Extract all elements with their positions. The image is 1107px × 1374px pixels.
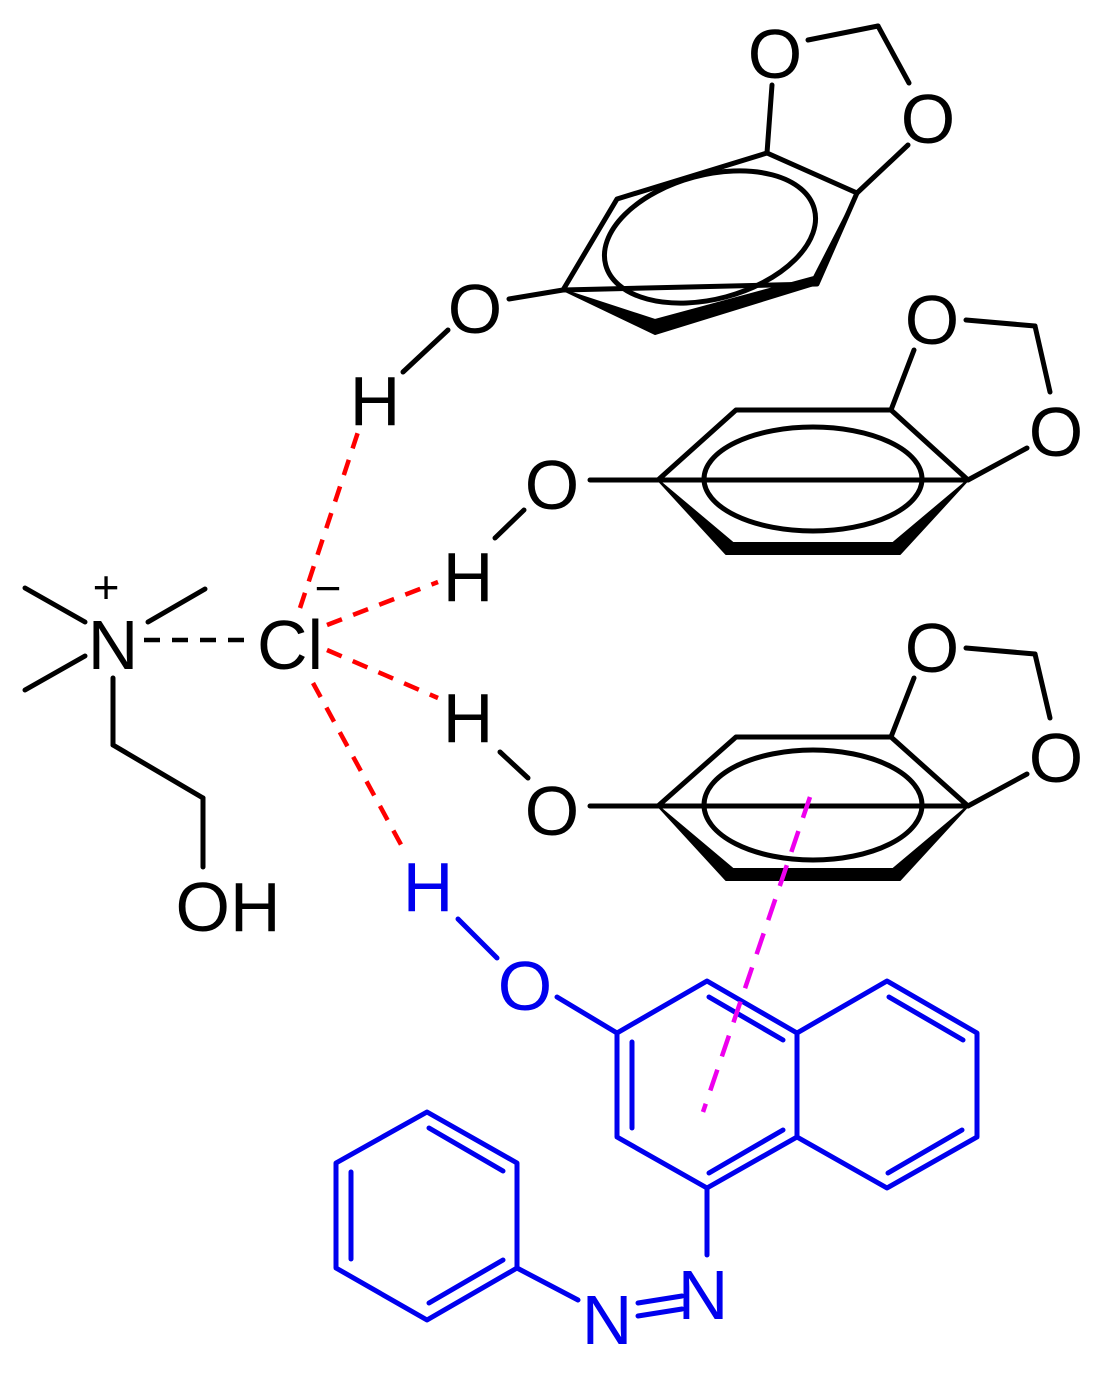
azo-double-bond-upper	[635, 1293, 685, 1306]
phenol-hydrogen-label: H	[350, 362, 401, 440]
azo-double-bond-lower	[635, 1306, 685, 1319]
hydrogen-bond-4	[311, 681, 407, 854]
ammonium-charge-label: +	[93, 561, 120, 613]
naphthalene-double-bond-1	[706, 994, 786, 1043]
chloride-anion: Cl −	[257, 562, 341, 684]
naphthalene-ring-right	[794, 978, 980, 1191]
ring-o-bond-b	[965, 771, 1030, 809]
aromatic-ring-circle	[701, 747, 925, 863]
o-ch2-bond-a	[963, 645, 1038, 657]
hydrogen-bond-1	[297, 431, 361, 609]
o-h-bond	[455, 916, 500, 961]
ammonium-nitrogen-label: N	[88, 606, 139, 684]
n-methyl-bond-upper-left	[22, 585, 88, 625]
phenyl-double-bond-2	[426, 1257, 506, 1306]
phenyl-n-bond	[514, 1265, 581, 1303]
dioxole-oxygen-a-label: O	[748, 15, 802, 93]
azo-nitrogen-1-label: N	[582, 1281, 633, 1359]
dioxole-oxygen-b-label: O	[1029, 719, 1083, 797]
o-ch2-bond-a	[963, 317, 1038, 329]
phenyl-double-bond-1	[426, 1125, 506, 1174]
phenyl-ring	[333, 1109, 520, 1323]
phenol-oxygen-label: O	[448, 270, 502, 348]
hydrogen-bonds	[297, 431, 439, 854]
dioxole-oxygen-b-label: O	[1029, 393, 1083, 471]
ring-o-bond-a	[764, 82, 775, 156]
aromatic-ring-outline	[560, 150, 860, 293]
azo-nitrogen-2-label: N	[678, 1256, 729, 1334]
aromatic-ring-circle	[601, 168, 819, 306]
phenol-hydrogen-label: H	[443, 538, 494, 616]
ch2-ch2-bond	[110, 742, 206, 801]
naphthalene-double-bond-5	[885, 1127, 965, 1176]
n-methyl-bond-lower-left	[22, 653, 88, 693]
naphthalene-double-bond-2	[706, 1127, 786, 1176]
n-methyl-bond-upper-right	[145, 586, 208, 625]
naphthol-o-bond	[554, 994, 620, 1036]
azo-dye-molecule: H O N N	[333, 848, 980, 1359]
o-h-bond	[497, 749, 531, 781]
o-h-bond	[400, 327, 451, 375]
o-h-bond	[492, 507, 527, 541]
o-ch2-bond-a	[805, 23, 881, 43]
phenol-oxygen-label: O	[525, 446, 579, 524]
pi-stacking-line	[700, 796, 813, 1113]
sesamol-molecule-2: O O O H	[443, 281, 1084, 616]
ring-phenol-o-bond	[506, 287, 566, 302]
dioxole-oxygen-a-label: O	[905, 281, 959, 359]
hydrogen-bond-3	[326, 647, 439, 701]
dye-hydrogen-label: H	[403, 848, 454, 926]
choline-hydroxyl-label: OH	[176, 868, 281, 946]
choline-cation: N + OH	[22, 561, 281, 946]
ring-o-bond-b	[965, 445, 1030, 483]
ch2-o-bond-b	[875, 23, 912, 86]
ring-o-bond-b	[854, 142, 911, 196]
ch2-o-bond-b	[1032, 651, 1053, 721]
ch2-o-bond-b	[1032, 323, 1053, 395]
dioxole-oxygen-b-label: O	[901, 80, 955, 158]
chloride-label: Cl	[257, 606, 323, 684]
hydrogen-bond-2	[326, 579, 439, 628]
aromatic-ring-circle	[701, 424, 925, 534]
ring-o-bond-a	[888, 675, 917, 740]
dioxole-oxygen-a-label: O	[905, 609, 959, 687]
sesamol-molecule-1: O O O H	[350, 15, 956, 440]
phenol-hydrogen-label: H	[443, 679, 494, 757]
phenol-oxygen-label: O	[525, 772, 579, 850]
ring-o-bond-a	[888, 347, 917, 413]
naphthalene-double-bond-4	[886, 994, 966, 1043]
naphthalene-ring-left	[614, 978, 800, 1191]
sesamol-molecule-3: O O O H	[443, 609, 1083, 881]
chloride-charge-label: −	[315, 562, 342, 614]
naphthol-oxygen-label: O	[498, 947, 552, 1025]
